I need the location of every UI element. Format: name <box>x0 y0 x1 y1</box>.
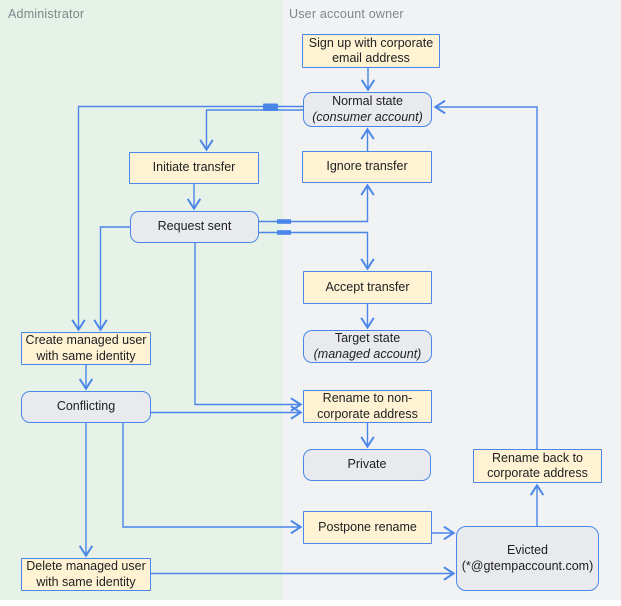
node-evicted: Evicted (*@gtempaccount.com) <box>456 526 599 591</box>
lane-administrator <box>0 0 283 600</box>
node-postpone-rename: Postpone rename <box>303 511 432 544</box>
node-delete-managed-user: Delete managed user with same identity <box>21 558 151 591</box>
lane-label-administrator: Administrator <box>8 7 85 21</box>
node-create-managed-user: Create managed user with same identity <box>21 332 151 365</box>
node-accept-transfer-label: Accept transfer <box>325 279 410 294</box>
node-initiate-transfer: Initiate transfer <box>129 152 259 184</box>
node-ignore-transfer-label: Ignore transfer <box>326 159 408 174</box>
node-private-label: Private <box>347 457 387 472</box>
node-request-sent-label: Request sent <box>157 219 232 234</box>
node-sign-up-label: Sign up with corporate email address <box>308 35 434 66</box>
node-accept-transfer: Accept transfer <box>303 271 432 304</box>
lane-label-user-account-owner: User account owner <box>289 7 404 21</box>
node-target-state-label: Target state <box>334 331 401 345</box>
node-normal-state-sublabel: (consumer account) <box>312 109 423 124</box>
node-rename-back-to-corporate: Rename back to corporate address <box>473 449 602 483</box>
node-private: Private <box>303 449 431 481</box>
node-normal-state: Normal state (consumer account) <box>303 92 432 127</box>
edge-rename-back-to-normal <box>433 99 538 449</box>
node-target-state-sublabel: (managed account) <box>313 346 422 361</box>
edge-conflicting-to-postpone <box>122 423 303 535</box>
edge-request-to-accept <box>259 231 375 271</box>
node-rename-to-non-corporate-label: Rename to non- corporate address <box>317 391 418 421</box>
node-normal-state-label: Normal state <box>332 94 403 108</box>
node-sign-up-with-corporate-email: Sign up with corporate email address <box>302 34 440 68</box>
node-conflicting-label: Conflicting <box>56 399 116 414</box>
node-create-managed-user-label: Create managed user with same identity <box>25 333 147 363</box>
node-evicted-label: Evicted <box>507 543 548 557</box>
edge-request-to-ignore <box>259 183 375 223</box>
node-conflicting: Conflicting <box>21 391 151 423</box>
node-postpone-rename-label: Postpone rename <box>318 519 417 534</box>
edge-normal-to-initiate <box>199 109 303 152</box>
node-rename-back-to-corporate-label: Rename back to corporate address <box>487 450 588 481</box>
node-target-state: Target state (managed account) <box>303 330 432 363</box>
edge-request-to-create <box>93 226 130 332</box>
node-request-sent: Request sent <box>130 211 259 243</box>
wire-junction-normal-left <box>263 103 278 111</box>
node-delete-managed-user-label: Delete managed user with same identity <box>26 559 146 589</box>
edge-request-to-rename-non <box>194 243 303 412</box>
node-evicted-sublabel: (*@gtempaccount.com) <box>461 558 594 573</box>
node-initiate-transfer-label: Initiate transfer <box>152 160 236 175</box>
node-rename-to-non-corporate: Rename to non- corporate address <box>303 390 432 423</box>
node-ignore-transfer: Ignore transfer <box>302 151 432 183</box>
edge-normal-to-create <box>71 105 303 332</box>
